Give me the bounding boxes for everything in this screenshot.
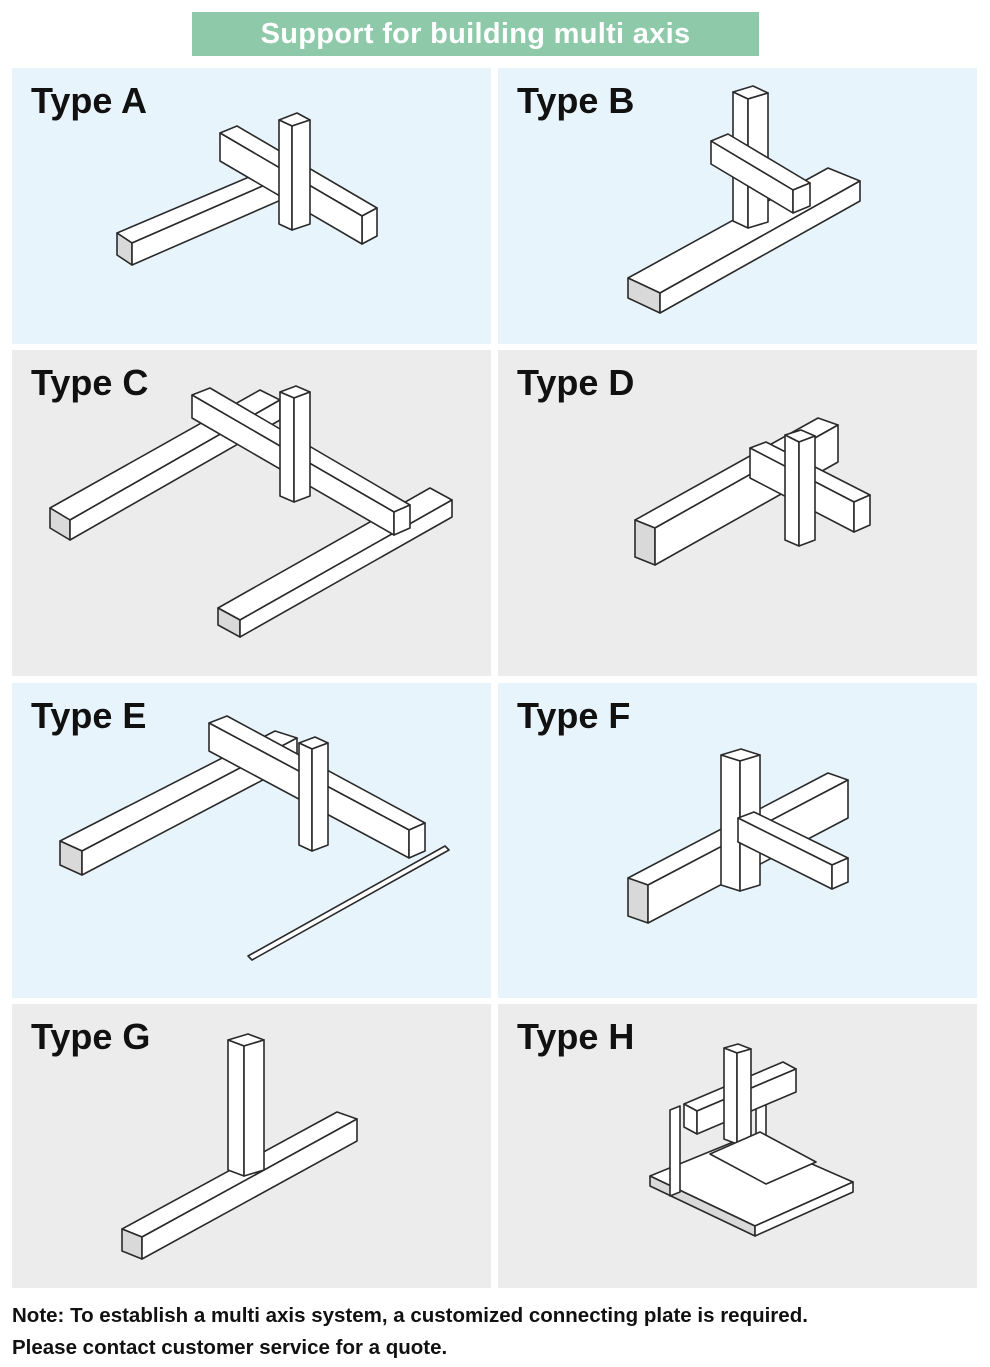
page-title: Support for building multi axis bbox=[260, 17, 691, 50]
type-e-diagram bbox=[59, 715, 450, 961]
type-h-label: Type H bbox=[517, 1016, 635, 1057]
type-a-panel: Type A bbox=[12, 68, 491, 344]
type-b-label: Type B bbox=[517, 80, 635, 121]
footnote-line-1: Note: To establish a multi axis system, … bbox=[12, 1304, 808, 1327]
footnote-line-2: Please contact customer service for a qu… bbox=[12, 1336, 448, 1359]
type-d-panel: Type D bbox=[498, 350, 977, 676]
type-b-diagram bbox=[627, 85, 861, 314]
type-h-diagram bbox=[649, 1043, 854, 1237]
type-e-panel: Type E bbox=[12, 683, 491, 998]
type-h-panel: Type H bbox=[498, 1004, 977, 1288]
type-g-panel: Type G bbox=[12, 1004, 491, 1288]
type-c-diagram bbox=[49, 385, 453, 638]
type-g-label: Type G bbox=[31, 1016, 151, 1057]
type-a-diagram bbox=[116, 112, 378, 266]
type-f-label: Type F bbox=[517, 695, 631, 736]
type-b-panel: Type B bbox=[498, 68, 977, 344]
type-c-label: Type C bbox=[31, 362, 149, 403]
type-d-diagram bbox=[634, 417, 871, 566]
type-f-diagram bbox=[627, 748, 849, 924]
page-title-banner: Support for building multi axis bbox=[192, 12, 759, 56]
type-d-label: Type D bbox=[517, 362, 635, 403]
footnote: Note: To establish a multi axis system, … bbox=[12, 1300, 982, 1364]
type-a-label: Type A bbox=[31, 80, 148, 121]
type-g-diagram bbox=[121, 1033, 358, 1260]
type-f-panel: Type F bbox=[498, 683, 977, 998]
type-c-panel: Type C bbox=[12, 350, 491, 676]
type-e-label: Type E bbox=[31, 695, 147, 736]
